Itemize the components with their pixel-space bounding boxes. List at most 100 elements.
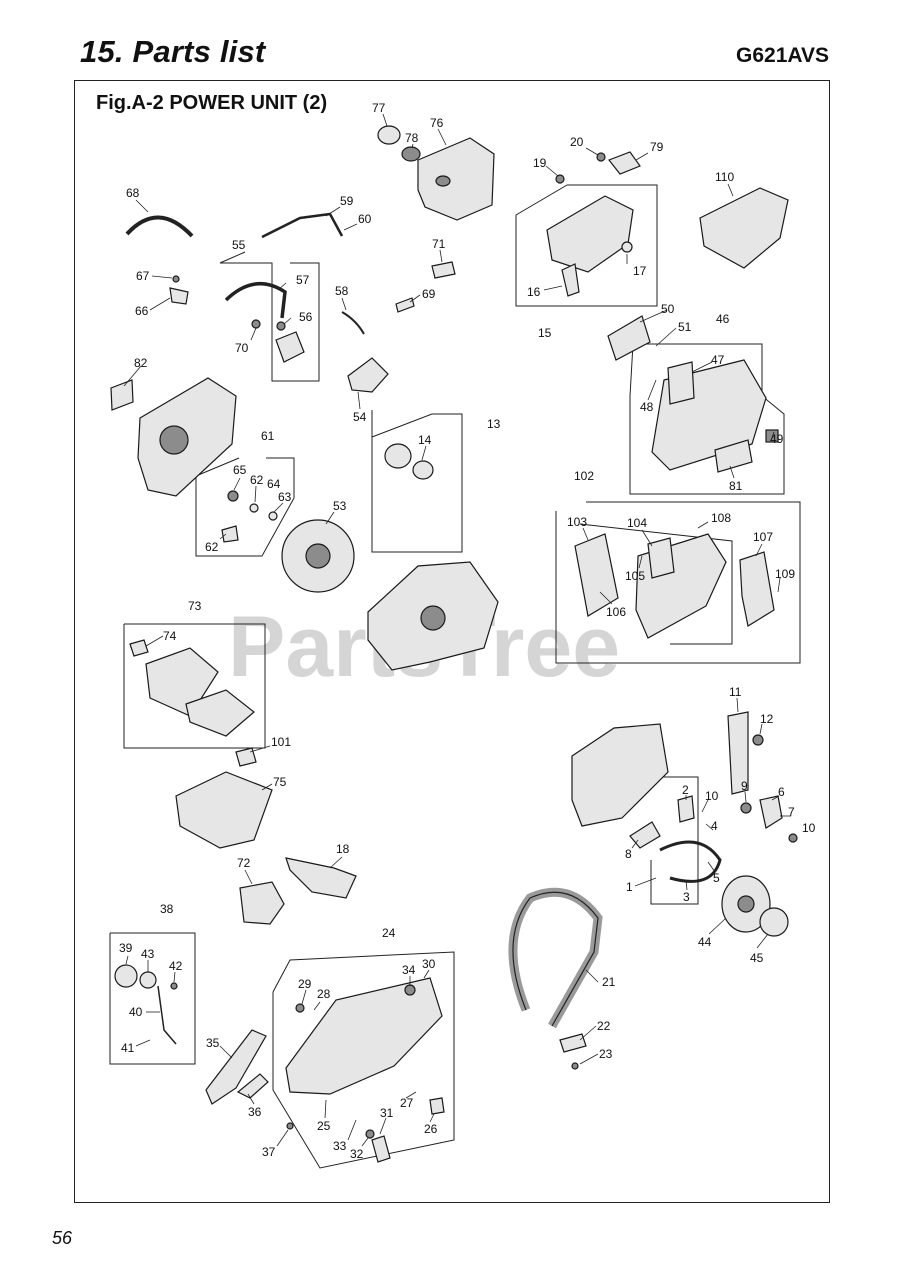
callout-26: 26 [424,1122,438,1136]
figure-title: Fig.A-2 POWER UNIT (2) [96,92,328,114]
callout-77: 77 [372,101,386,115]
callout-60: 60 [358,212,372,226]
callout-39: 39 [119,941,133,955]
callout-7: 7 [788,805,795,819]
leader-lines [123,113,791,1147]
callout-33: 33 [333,1139,347,1153]
callout-66: 66 [135,304,149,318]
callout-67: 67 [136,269,150,283]
callout-62-upper: 62 [250,473,264,487]
callout-65: 65 [233,463,247,477]
callout-29: 29 [298,977,312,991]
callout-21: 21 [602,975,616,989]
callout-18: 18 [336,842,350,856]
callout-103: 103 [567,515,587,529]
callout-17: 17 [633,264,647,278]
callout-4: 4 [711,819,718,833]
callout-110: 110 [715,170,734,184]
callout-45: 45 [750,951,764,965]
callout-78: 78 [405,131,419,145]
callout-9: 9 [741,779,748,793]
callout-107: 107 [753,530,773,544]
callout-23: 23 [599,1047,613,1061]
callout-2: 2 [682,783,689,797]
callout-59: 59 [340,194,354,208]
callout-5: 5 [713,871,720,885]
callout-40: 40 [129,1005,143,1019]
callout-54: 54 [353,410,367,424]
callout-104: 104 [627,516,647,530]
callout-73: 73 [188,599,202,613]
callout-63: 63 [278,490,292,504]
callout-32: 32 [350,1147,364,1161]
callout-57: 57 [296,273,310,287]
callout-44: 44 [698,935,712,949]
callout-12: 12 [760,712,774,726]
model-number: G621AVS [736,44,829,67]
callout-55: 55 [232,238,246,252]
callout-82: 82 [134,356,148,370]
callout-8: 8 [625,847,632,861]
callout-41: 41 [121,1041,135,1055]
callout-19: 19 [533,156,547,170]
callout-47: 47 [711,353,725,367]
callout-48: 48 [640,400,654,414]
callout-108: 108 [711,511,731,525]
callout-34: 34 [402,963,416,977]
callout-49: 49 [770,432,784,446]
callout-70: 70 [235,341,249,355]
page-number: 56 [52,1228,73,1248]
callout-labels: 77 78 76 20 79 19 110 68 59 60 55 71 57 … [119,101,816,1161]
callout-24: 24 [382,926,396,940]
callout-46: 46 [716,312,730,326]
callout-11: 11 [729,685,742,699]
part-illustrations [110,125,798,1163]
callout-69: 69 [422,287,436,301]
callout-13: 13 [487,417,501,431]
callout-68: 68 [126,186,140,200]
group-brackets [109,184,801,1169]
callout-81: 81 [729,479,743,493]
callout-1: 1 [626,880,633,894]
callout-35: 35 [206,1036,220,1050]
callout-75: 75 [273,775,287,789]
callout-14: 14 [418,433,432,447]
callout-37: 37 [262,1145,276,1159]
callout-28: 28 [317,987,331,1001]
callout-62-lower: 62 [205,540,219,554]
callout-53: 53 [333,499,347,513]
callout-25: 25 [317,1119,331,1133]
callout-6: 6 [778,785,785,799]
callout-76: 76 [430,116,444,130]
callout-10-right: 10 [802,821,816,835]
diagram-frame [74,80,830,1203]
callout-101: 101 [271,735,291,749]
callout-30: 30 [422,957,436,971]
callout-105: 105 [625,569,645,583]
callout-109: 109 [775,567,795,581]
callout-42: 42 [169,959,183,973]
callout-31: 31 [380,1106,394,1120]
callout-72: 72 [237,856,251,870]
callout-10-left: 10 [705,789,719,803]
callout-106: 106 [606,605,626,619]
callout-74: 74 [163,629,177,643]
callout-71: 71 [432,237,446,251]
callout-16: 16 [527,285,541,299]
callout-79: 79 [650,140,664,154]
callout-58: 58 [335,284,349,298]
callout-27: 27 [400,1096,414,1110]
callout-15: 15 [538,326,552,340]
callout-56: 56 [299,310,313,324]
callout-22: 22 [597,1019,611,1033]
callout-20: 20 [570,135,584,149]
callout-3: 3 [683,890,690,904]
callout-102: 102 [574,469,594,483]
page-title: 15. Parts list [80,34,266,69]
callout-64: 64 [267,477,281,491]
callout-50: 50 [661,302,675,316]
callout-61: 61 [261,429,275,443]
callout-51: 51 [678,320,692,334]
callout-38: 38 [160,902,174,916]
